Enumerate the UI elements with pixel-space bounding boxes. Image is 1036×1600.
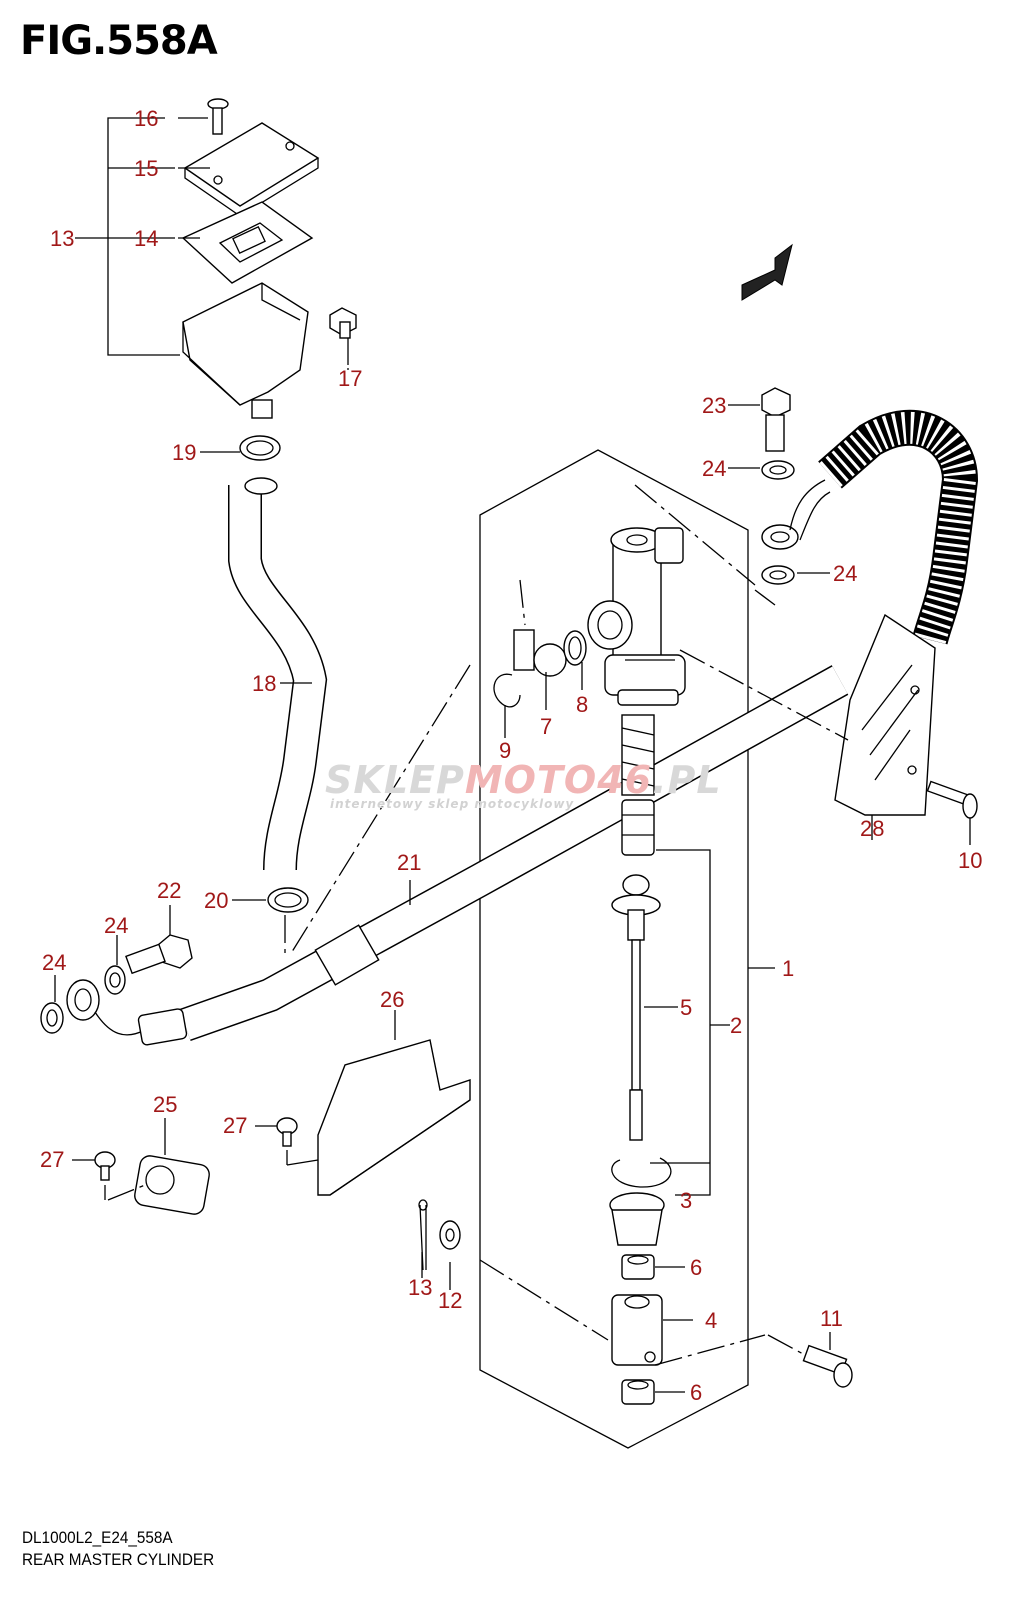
banjo-fitting-right-part (761, 479, 831, 550)
master-cylinder-body-part (587, 527, 686, 706)
callout-17: 16 (134, 106, 158, 131)
cover-26-part (317, 1010, 471, 1196)
direction-arrow-icon (741, 243, 793, 301)
callout-23-right: 23 (702, 393, 726, 418)
callout-24-left-upper: 24 (104, 913, 128, 938)
banjo-bolt-23-left-part (125, 934, 193, 975)
guard-28-part (834, 613, 936, 816)
callout-18: 17 (338, 366, 362, 391)
model-code: DL1000L2_E24_558A (22, 1528, 173, 1547)
clamp-21-part (267, 887, 309, 913)
figure-title: FIG.558A (20, 18, 218, 64)
diaphragm-15-part (181, 201, 314, 284)
callout-10: 10 (958, 848, 982, 873)
watermark-tagline: internetowy sklep motocyklowy (330, 797, 575, 811)
callout-7: 7 (540, 714, 552, 739)
callout-13: 13 (408, 1275, 432, 1300)
watermark-part2: MOTO (464, 758, 598, 802)
callout-14: 13 (50, 226, 74, 251)
callout-23-left: 22 (157, 878, 181, 903)
push-rod-5-part (611, 874, 661, 1141)
screw-27-lower-part (94, 1151, 116, 1181)
washer-12-part (439, 1220, 461, 1250)
callout-3: 3 (680, 1188, 692, 1213)
callout-16: 15 (134, 156, 158, 181)
callout-12: 12 (438, 1288, 462, 1313)
callout-19: 18 (252, 671, 276, 696)
callout-4: 4 (705, 1308, 717, 1333)
circlip-9-part (493, 673, 521, 708)
clevis-4-part (611, 1294, 663, 1366)
cotter-pin-13-part (418, 1199, 428, 1271)
washer-24-right-lower-part (761, 565, 795, 585)
assembly-frame (479, 449, 749, 1449)
circlip-2-part (611, 1157, 672, 1188)
callout-27-lower: 27 (40, 1147, 64, 1172)
cap-16-part (183, 122, 320, 217)
callout-2: 2 (730, 1013, 742, 1038)
screw-10-part (926, 780, 978, 819)
washer-24-left-lower-part (40, 1002, 64, 1034)
banjo-bolt-23-right-part (761, 387, 791, 452)
callout-27-upper: 27 (223, 1113, 247, 1138)
watermark-part1: SKLEP (325, 758, 465, 802)
screw-27-upper-part (276, 1117, 298, 1147)
watermark-logo: SKLEPMOTO46.PL (325, 758, 722, 802)
washer-24-right-upper-part (761, 460, 795, 480)
callout-26: 26 (380, 987, 404, 1012)
reservoir-14-part (182, 282, 309, 419)
pin-11-part (802, 1344, 853, 1388)
callout-6-upper: 6 (690, 1255, 702, 1280)
callout-1: 1 (782, 956, 794, 981)
watermark-part4: .PL (652, 758, 722, 802)
callout-21: 20 (204, 888, 228, 913)
clamp-20-part (239, 435, 281, 461)
watermark-part3: 46 (597, 758, 653, 802)
callout-25: 25 (153, 1092, 177, 1117)
figure-name: REAR MASTER CYLINDER (22, 1550, 215, 1569)
callout-6-lower: 6 (690, 1380, 702, 1405)
bracket-14 (107, 117, 180, 356)
callout-8: 8 (576, 692, 588, 717)
nut-6-upper-part (621, 1254, 655, 1280)
callout-24-right-upper: 24 (702, 456, 726, 481)
callout-22: 21 (397, 850, 421, 875)
callout-5: 5 (680, 995, 692, 1020)
callout-11: 11 (820, 1306, 843, 1331)
clamp-25-part (134, 1155, 210, 1215)
callout-15: 14 (134, 226, 158, 251)
screw-17-part (207, 98, 229, 135)
boot-3-part (609, 1192, 665, 1246)
callout-28: 28 (860, 816, 884, 841)
callout-9: 9 (499, 738, 511, 763)
washer-24-left-upper-part (104, 965, 126, 995)
banjo-fitting-left-part (66, 979, 188, 1046)
spring-part (621, 714, 655, 796)
callout-24-right-lower: 24 (833, 561, 857, 586)
fitting-7-part (513, 629, 567, 677)
oring-8-part (563, 630, 587, 666)
piston-part (621, 799, 655, 856)
callout-24-left-lower: 24 (42, 950, 66, 975)
nut-6-lower-part (621, 1379, 655, 1405)
callout-20: 19 (172, 440, 196, 465)
bolt-18-part (329, 307, 357, 339)
